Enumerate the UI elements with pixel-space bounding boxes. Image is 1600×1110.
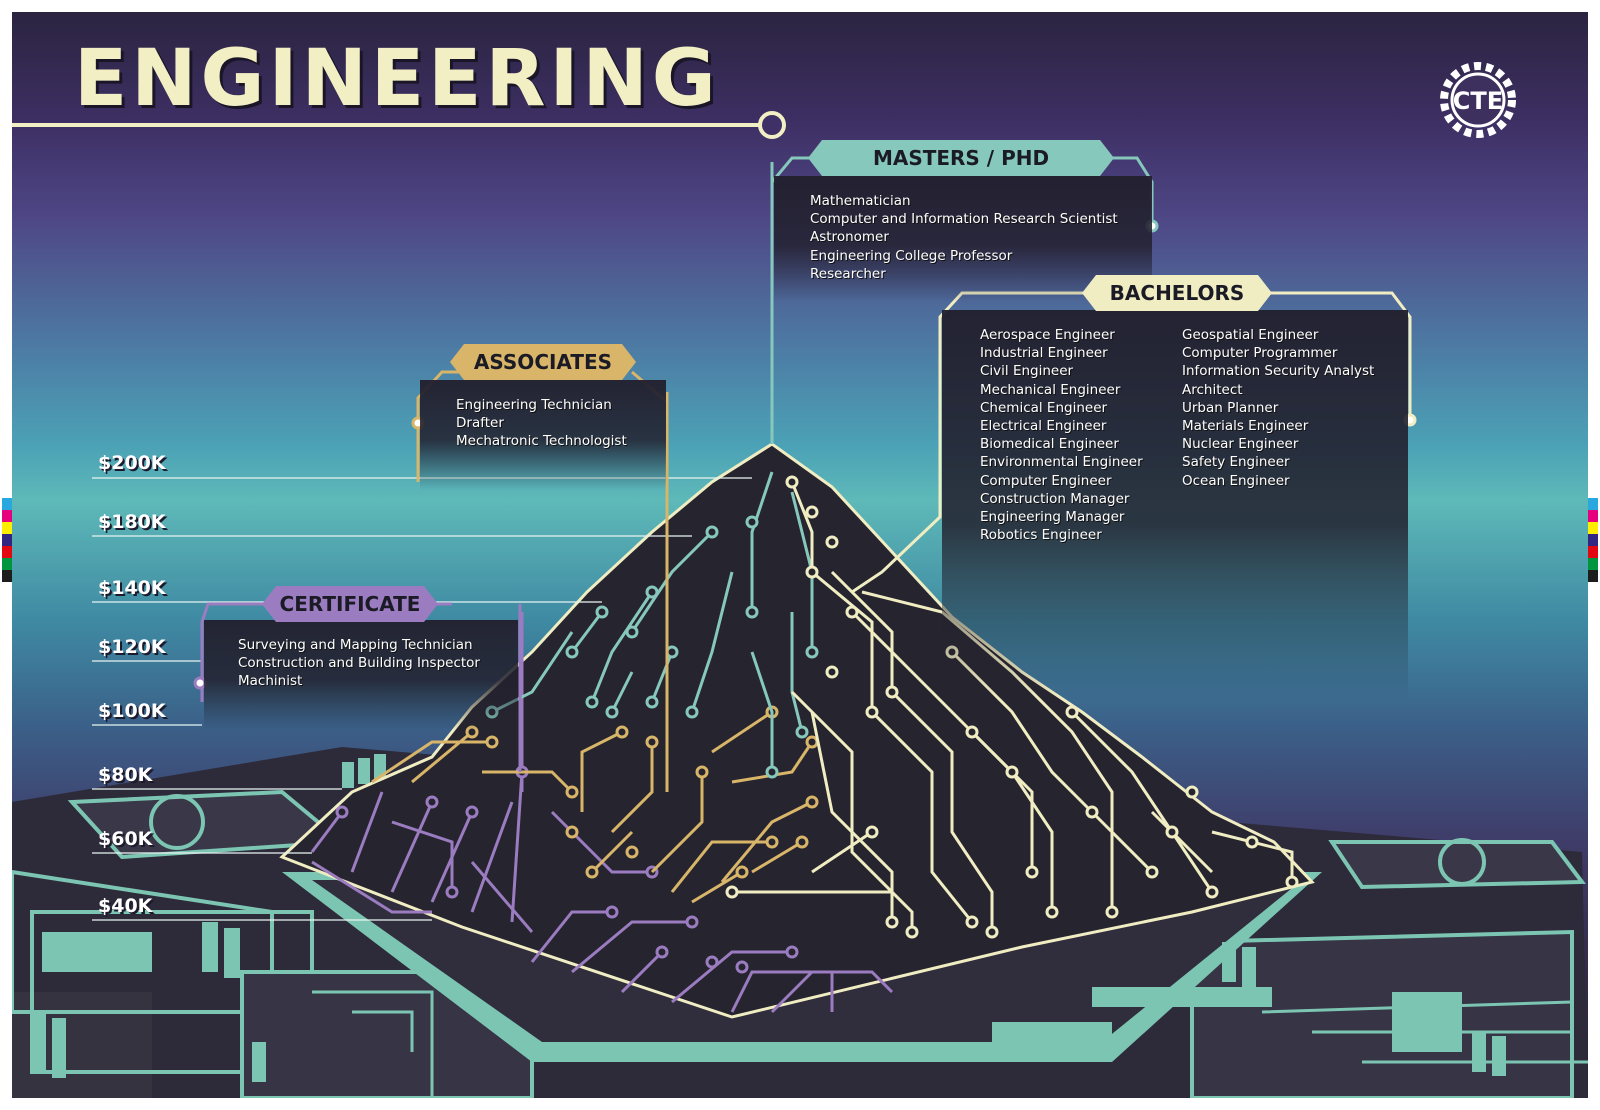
list-item: Mechatronic Technologist xyxy=(456,433,627,450)
list-item: Mechanical Engineer xyxy=(980,381,1121,398)
list-item: Information Security Analyst xyxy=(1182,363,1375,380)
list-item: Engineering College Professor xyxy=(810,247,1013,264)
print-color-bar-left xyxy=(2,498,12,582)
masters-circuit-nodes xyxy=(485,515,819,779)
bachelors-career-list-right: Geospatial Engineer Computer Programmer … xyxy=(1182,326,1374,490)
career-pathway-poster: ENGINEERING CTE $200K $180K $140K $120K … xyxy=(12,12,1588,1098)
print-color-bar-right xyxy=(1588,498,1598,582)
list-item: Construction and Building Inspector xyxy=(238,655,480,672)
certificate-career-list: Surveying and Mapping Technician Constru… xyxy=(238,636,480,691)
list-item: Electrical Engineer xyxy=(980,418,1107,435)
salary-label: $80K xyxy=(98,764,153,786)
list-item: Environmental Engineer xyxy=(980,454,1143,471)
associates-career-list: Engineering Technician Drafter Mechatron… xyxy=(456,396,627,451)
bachelors-label: BACHELORS xyxy=(1082,275,1272,311)
list-item: Researcher xyxy=(810,265,886,282)
associates-panel: Engineering Technician Drafter Mechatron… xyxy=(420,380,666,490)
list-item: Civil Engineer xyxy=(980,363,1074,380)
list-item: Drafter xyxy=(456,415,504,432)
list-item: Geospatial Engineer xyxy=(1182,327,1319,343)
list-item: Urban Planner xyxy=(1182,399,1279,416)
list-item: Ocean Engineer xyxy=(1182,472,1290,489)
list-item: Nuclear Engineer xyxy=(1182,436,1299,453)
circuit-mountain-illustration xyxy=(12,156,1588,1098)
masters-phd-panel: Mathematician Computer and Information R… xyxy=(774,176,1152,302)
bachelors-career-list-left: Aerospace Engineer Industrial Engineer C… xyxy=(980,326,1143,544)
salary-label: $180K xyxy=(98,511,166,533)
list-item: Machinist xyxy=(238,673,303,690)
list-item: Computer Programmer xyxy=(1182,345,1338,362)
list-item: Mathematician xyxy=(810,193,911,209)
list-item: Engineering Technician xyxy=(456,397,612,413)
masters-phd-career-list: Mathematician Computer and Information R… xyxy=(810,192,1118,283)
logo-text: CTE xyxy=(1452,87,1504,115)
list-item: Materials Engineer xyxy=(1182,418,1309,435)
list-item: Computer and Information Research Scient… xyxy=(810,211,1118,228)
list-item: Architect xyxy=(1182,381,1243,398)
salary-label: $140K xyxy=(98,577,166,599)
list-item: Safety Engineer xyxy=(1182,454,1290,471)
salary-label: $60K xyxy=(98,828,153,850)
certificate-label: CERTIFICATE xyxy=(262,586,438,622)
list-item: Construction Manager xyxy=(980,490,1130,507)
masters-phd-label: MASTERS / PHD xyxy=(808,140,1114,176)
salary-label: $100K xyxy=(98,700,166,722)
list-item: Chemical Engineer xyxy=(980,399,1108,416)
list-item: Industrial Engineer xyxy=(980,345,1108,362)
bachelors-circuit-nodes xyxy=(725,475,1299,939)
cte-gear-logo-icon xyxy=(1440,62,1516,138)
certificate-circuit-nodes xyxy=(335,765,799,974)
list-item: Engineering Manager xyxy=(980,509,1125,526)
list-item: Computer Engineer xyxy=(980,472,1112,489)
list-item: Astronomer xyxy=(810,229,889,246)
page-title: ENGINEERING xyxy=(74,34,720,124)
certificate-panel: Surveying and Mapping Technician Constru… xyxy=(204,620,518,730)
title-ring-icon xyxy=(758,111,786,139)
salary-label: $200K xyxy=(98,452,166,474)
list-item: Surveying and Mapping Technician xyxy=(238,637,473,653)
bachelors-panel: Aerospace Engineer Industrial Engineer C… xyxy=(942,310,1408,700)
salary-label: $40K xyxy=(98,895,153,917)
list-item: Robotics Engineer xyxy=(980,527,1102,544)
title-underline xyxy=(12,123,760,127)
list-item: Biomedical Engineer xyxy=(980,436,1119,453)
associates-label: ASSOCIATES xyxy=(450,344,636,380)
salary-label: $120K xyxy=(98,636,166,658)
list-item: Aerospace Engineer xyxy=(980,327,1115,343)
tier-connectors xyxy=(193,156,1417,792)
